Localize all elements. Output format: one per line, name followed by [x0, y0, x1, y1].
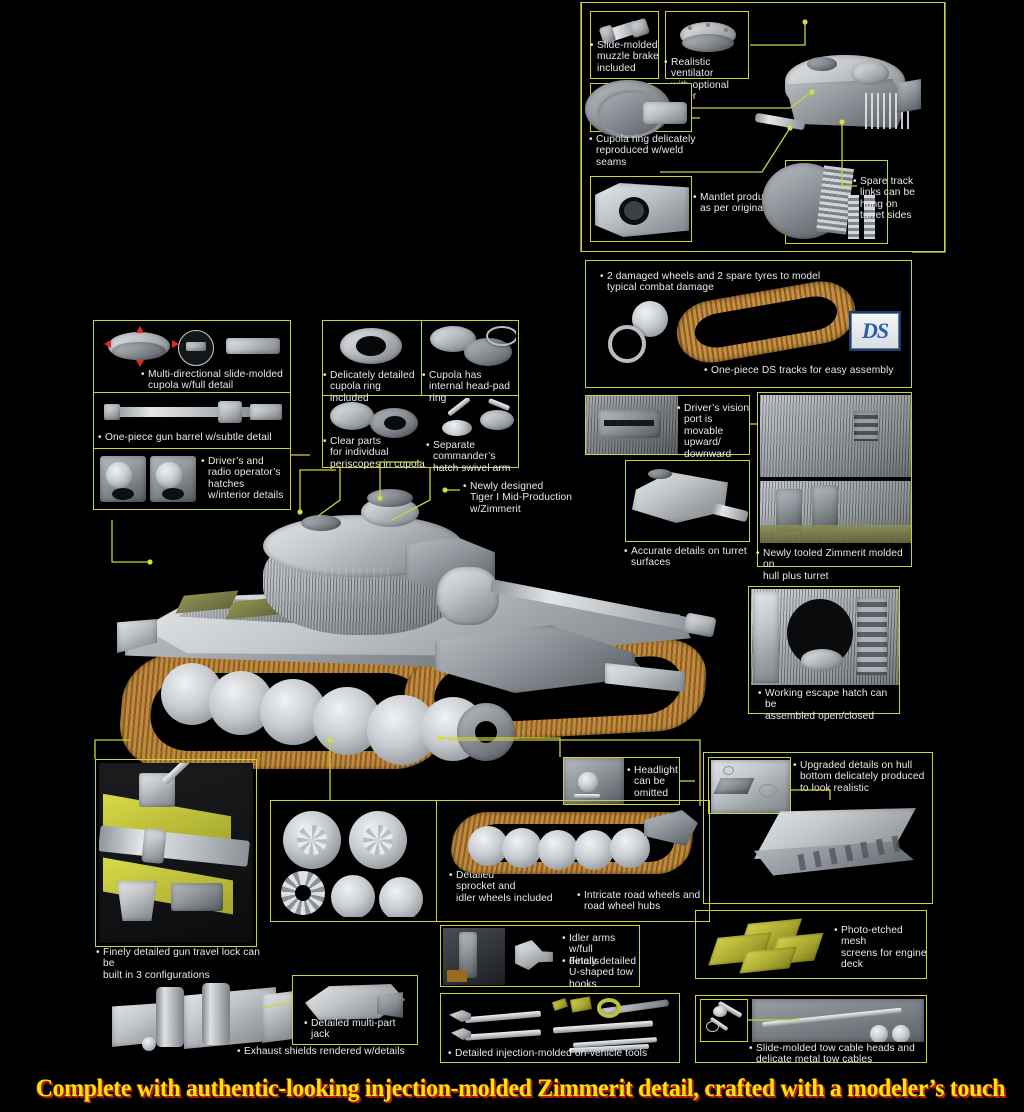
photo-hull-bottom [740, 790, 930, 900]
group-cupola-barrel-hatches [93, 320, 291, 510]
panel-zimmerit-molded [757, 392, 912, 567]
tow-hook-part [515, 940, 553, 970]
callout-tow-hooks: Finely detailed U-shaped tow hooks [562, 955, 639, 990]
panel-cupola-ring-weld [585, 80, 692, 138]
panel-turret-surfaces [625, 460, 750, 542]
panel-escape-hatch: Working escape hatch can be assembled op… [748, 586, 900, 722]
callout-damaged-wheels: 2 damaged wheels and 2 spare tyres to mo… [600, 271, 877, 294]
exhaust-stack-right [202, 983, 230, 1045]
callout-on-vehicle-tools: Detailed injection-molded on-vehicle too… [448, 1047, 675, 1059]
callout-cupola-slide-molded: Multi-directional slide-molded cupola w/… [141, 369, 290, 392]
exhaust-stack-left [156, 987, 184, 1047]
callout-driver-hatches: Driver’s and radio operator’s hatches w/… [201, 456, 290, 502]
ds-logo: DS [851, 313, 899, 349]
turret-assembly-photo [755, 45, 930, 175]
panel-jack: Detailed multi-part jack [292, 975, 418, 1045]
callout-exhaust-shields: Exhaust shields rendered w/details [237, 1045, 424, 1057]
callout-tow-cables: Slide-molded tow cable heads and delicat… [749, 1043, 936, 1066]
photo-head-pad-ring [424, 324, 516, 368]
photo-cupola-slide-molded [98, 324, 288, 368]
photo-road-wheels-suspension [446, 806, 704, 884]
callout-road-wheels: Intricate road wheels and road wheel hub… [577, 890, 708, 913]
gun-mantlet [437, 567, 499, 625]
photo-clear-periscopes [326, 398, 426, 440]
photo-swivel-arm [440, 398, 518, 440]
callout-spare-track-links: Spare track links can be hung on turret … [853, 176, 920, 222]
callout-zimmerit-molded: Newly tooled Zimmerit molded on hull plu… [756, 547, 913, 582]
photo-driver-hatches [98, 452, 198, 506]
panel-mantlet [590, 176, 692, 242]
callout-gun-barrel: One-piece gun barrel w/subtle detail [98, 431, 285, 443]
callout-cupola-ring-included: Delicately detailed cupola ring included [323, 369, 418, 404]
photo-gun-barrel [98, 396, 288, 428]
callout-escape-hatch: Working escape hatch can be assembled op… [758, 687, 900, 722]
callout-jack: Detailed multi-part jack [304, 1018, 411, 1041]
callout-headlight: Headlight can be omitted [627, 764, 684, 799]
callout-drivers-vision: Driver’s vision port is movable upward/ … [677, 402, 750, 460]
idler-wheel-a [331, 875, 375, 917]
callout-mantlet: Mantlet produced as per original [693, 192, 796, 215]
panel-tow-cable-heads [700, 999, 748, 1042]
callout-hull-bottom: Upgraded details on hull bottom delicate… [793, 759, 932, 794]
callout-clear-periscopes: Clear parts for individual periscopes in… [323, 435, 434, 470]
panel-photo-etched-mesh: Photo-etched mesh screens for engine dec… [695, 910, 927, 979]
panel-idler-arms-tow-hooks: Idler arms w/full details Finely detaile… [440, 925, 640, 990]
spare-tyre [608, 325, 646, 363]
callout-gun-travel-lock: Finely detailed gun travel lock can be b… [96, 946, 273, 981]
photo-exhaust-shields [110, 975, 310, 1063]
panel-hull-bottom-closeup [708, 757, 791, 814]
photo-cupola-ring [326, 324, 418, 368]
callout-sprocket-idler: Detailed sprocket and idler wheels inclu… [449, 869, 566, 904]
callout-cupola-ring-weld: Cupola ring delicately reproduced w/weld… [589, 133, 700, 168]
callout-swivel-arm: Separate commander’s hatch swivel arm [426, 439, 525, 474]
bottom-slogan: Complete with authentic-looking injectio… [35, 1073, 1006, 1102]
group-hull-bottom [703, 752, 933, 904]
photo-idler-arm-inplace [443, 928, 505, 985]
callout-turret-surfaces: Accurate details on turret surfaces [624, 546, 751, 569]
photo-gun-travel-lock [99, 763, 253, 943]
callout-head-pad-ring: Cupola has internal head-pad ring [422, 369, 519, 404]
callout-main-subject: Newly designed Tiger I Mid-Production w/… [463, 480, 590, 515]
callout-ds-tracks: One-piece DS tracks for easy assembly [704, 364, 941, 376]
callout-muzzle-brake: Slide-molded muzzle brake included [590, 39, 659, 74]
panel-headlight: Headlight can be omitted [563, 757, 680, 805]
panel-ds-tracks: 2 damaged wheels and 2 spare tyres to mo… [585, 260, 912, 388]
callout-pe-mesh: Photo-etched mesh screens for engine dec… [834, 925, 929, 971]
photo-tow-cable-on-hull [752, 999, 924, 1042]
panel-spare-track-links [762, 160, 888, 244]
panel-on-vehicle-tools: Detailed injection-molded on-vehicle too… [440, 993, 680, 1063]
idler-wheel-b [379, 877, 423, 917]
photo-sprocket-idler [275, 805, 433, 917]
